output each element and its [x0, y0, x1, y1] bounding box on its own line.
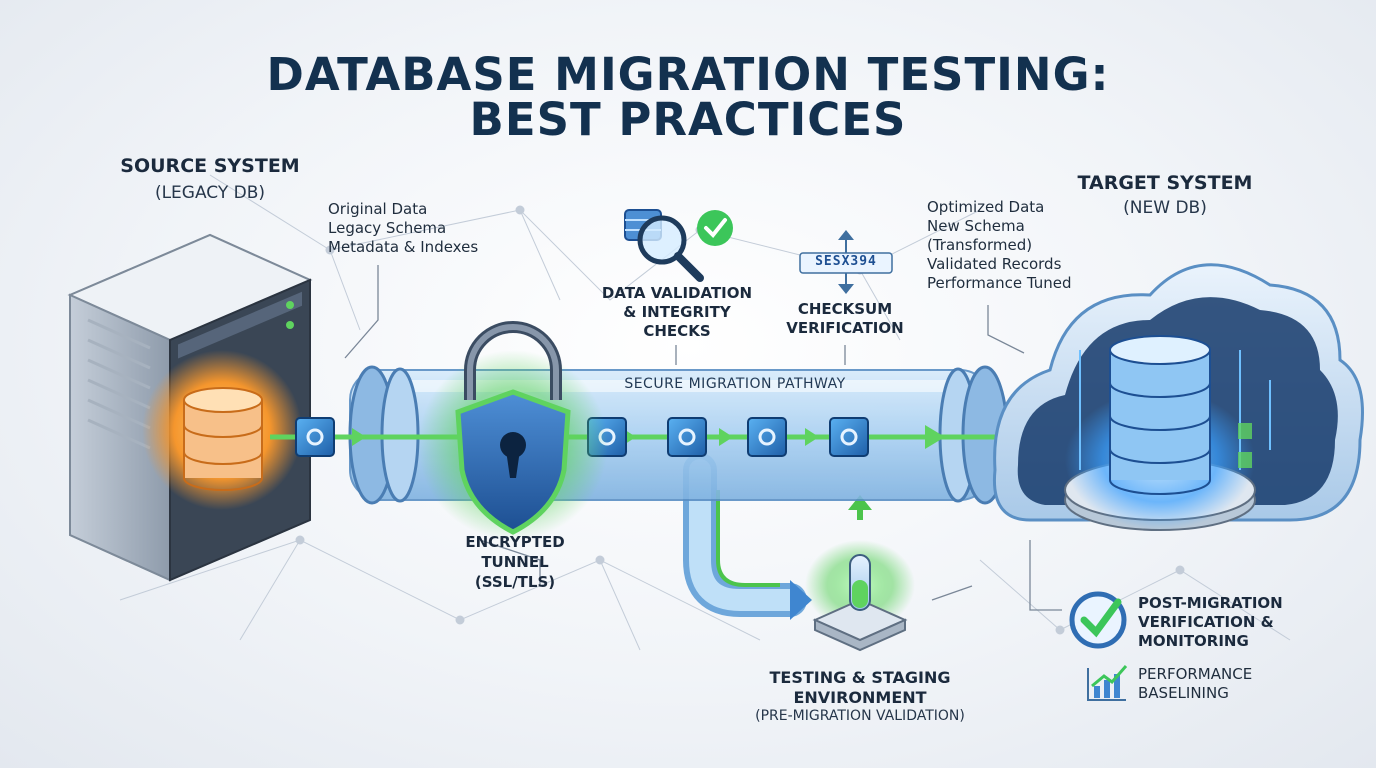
pipeline-label: SECURE MIGRATION PATHWAY — [624, 376, 846, 392]
target-note-5: Performance Tuned — [927, 274, 1072, 292]
target-note-1: Optimized Data — [927, 198, 1045, 216]
encryption-line-1: ENCRYPTED — [465, 533, 565, 551]
post-line-2: VERIFICATION & — [1138, 613, 1274, 631]
post-line-3: MONITORING — [1138, 632, 1249, 650]
page-title-line-1: DATABASE MIGRATION TESTING: — [266, 48, 1110, 101]
staging-line-2: ENVIRONMENT — [793, 688, 927, 707]
staging-line-1: TESTING & STAGING — [769, 668, 951, 687]
source-note-2: Legacy Schema — [328, 219, 447, 237]
staging-branch-pipe — [683, 453, 872, 620]
validation-line-1: DATA VALIDATION — [601, 284, 753, 302]
checksum-line-2: VERIFICATION — [786, 319, 904, 337]
source-heading: SOURCE SYSTEM — [120, 155, 300, 177]
bar-chart-icon — [1087, 665, 1128, 701]
performance-line-2: BASELINING — [1138, 684, 1229, 702]
target-heading: TARGET SYSTEM — [1077, 172, 1253, 194]
performance-line-1: PERFORMANCE — [1138, 665, 1253, 683]
lock-shield-icon — [418, 321, 608, 540]
checksum-icon — [799, 230, 893, 294]
target-subheading: (NEW DB) — [1123, 198, 1207, 218]
validation-line-2: & INTEGRITY — [623, 303, 731, 321]
checksum-code: SESX394 — [815, 254, 877, 269]
target-note-2: New Schema — [927, 217, 1025, 235]
target-note-3: (Transformed) — [927, 236, 1033, 254]
database-icon — [142, 350, 302, 510]
encryption-line-3: (SSL/TLS) — [474, 573, 556, 591]
validation-line-3: CHECKS — [643, 322, 711, 340]
pointer-lines — [344, 265, 1062, 611]
verified-check-icon — [1069, 591, 1127, 649]
cloud-database-icon — [992, 263, 1364, 531]
test-tube-icon — [805, 540, 915, 652]
checksum-line-1: CHECKSUM — [797, 300, 893, 318]
staging-sub: (PRE-MIGRATION VALIDATION) — [755, 708, 965, 724]
source-subheading: (LEGACY DB) — [154, 183, 266, 203]
magnifier-check-icon — [624, 209, 733, 282]
source-note-3: Metadata & Indexes — [328, 238, 479, 256]
source-note-1: Original Data — [328, 200, 428, 218]
post-line-1: POST-MIGRATION — [1138, 594, 1283, 612]
encryption-line-2: TUNNEL — [481, 553, 549, 571]
target-note-4: Validated Records — [927, 255, 1062, 273]
page-title-line-2: BEST PRACTICES — [469, 93, 907, 146]
